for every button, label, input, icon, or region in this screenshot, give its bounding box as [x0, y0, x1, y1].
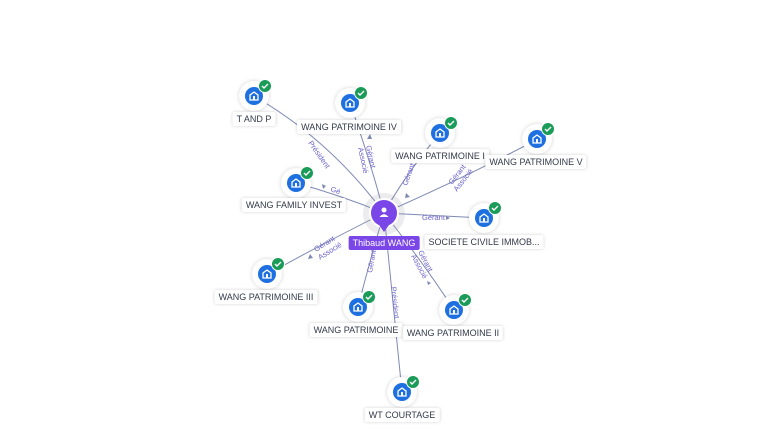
building-icon	[393, 383, 411, 401]
check-badge-icon	[300, 166, 314, 180]
arrowhead	[446, 216, 450, 220]
edge-arrowheads	[308, 134, 450, 285]
building-icon	[431, 124, 449, 142]
arrowhead	[308, 254, 313, 259]
edge-societe-civile-immob	[383, 212, 485, 219]
center-node-label: Thibaud WANG	[348, 236, 420, 250]
building-icon	[349, 298, 367, 316]
node-label: T AND P	[232, 112, 276, 126]
node-wang-patrimoine-i[interactable]	[425, 116, 458, 148]
node-t-and-p[interactable]	[239, 79, 272, 111]
node-wang-family-invest[interactable]	[281, 166, 314, 198]
check-badge-icon	[271, 257, 285, 271]
node-wt-courtage[interactable]	[387, 375, 420, 407]
check-badge-icon	[362, 290, 376, 304]
node-label: WANG PATRIMOINE	[309, 323, 403, 337]
edge-t-and-p	[253, 95, 385, 214]
edge-label-i-role: Gérant	[400, 161, 417, 186]
node-wang-patrimoine-v[interactable]	[522, 122, 555, 154]
node-label: WANG PATRIMOINE II	[402, 326, 504, 340]
node-label: WANG PATRIMOINE I	[391, 149, 489, 163]
center-node-pin[interactable]	[369, 198, 399, 228]
building-icon	[341, 94, 359, 112]
check-badge-icon	[258, 79, 272, 93]
node-label: WANG PATRIMOINE V	[485, 155, 587, 169]
node-wang-patrimoine-iv[interactable]	[335, 86, 368, 118]
node-label: WT COURTAGE	[364, 408, 440, 422]
edge-label-wt-role: Président	[389, 286, 401, 319]
building-icon	[528, 130, 546, 148]
building-icon	[445, 301, 463, 319]
node-label: WANG FAMILY INVEST	[241, 198, 347, 212]
building-icon	[258, 265, 276, 283]
edge-label-wp-role: Gérant	[365, 248, 378, 273]
edge-label-family-role: Gé	[329, 184, 341, 196]
node-wang-patrimoine[interactable]	[343, 290, 376, 322]
building-icon	[475, 209, 493, 227]
check-badge-icon	[444, 116, 458, 130]
node-label: WANG PATRIMOINE III	[214, 290, 318, 304]
arrowhead	[427, 281, 431, 285]
building-icon	[245, 87, 263, 105]
check-badge-icon	[541, 122, 555, 136]
edge-wang-patrimoine-v	[383, 138, 539, 214]
node-label: WANG PATRIMOINE IV	[297, 120, 401, 134]
check-badge-icon	[406, 375, 420, 389]
check-badge-icon	[488, 201, 502, 215]
check-badge-icon	[354, 86, 368, 100]
arrowhead	[405, 193, 410, 198]
arrowhead	[322, 184, 326, 189]
node-societe-civile-immob[interactable]	[469, 201, 502, 233]
building-icon	[287, 174, 305, 192]
edge-label-societe-role: Gérant	[422, 213, 446, 222]
arrowhead	[367, 134, 372, 139]
person-icon	[379, 207, 389, 217]
node-wang-patrimoine-ii[interactable]	[439, 293, 472, 325]
check-badge-icon	[458, 293, 472, 307]
node-wang-patrimoine-iii[interactable]	[252, 257, 285, 289]
center-node-pointer	[379, 225, 389, 232]
node-label: SOCIETE CIVILE IMMOB...	[424, 235, 544, 249]
